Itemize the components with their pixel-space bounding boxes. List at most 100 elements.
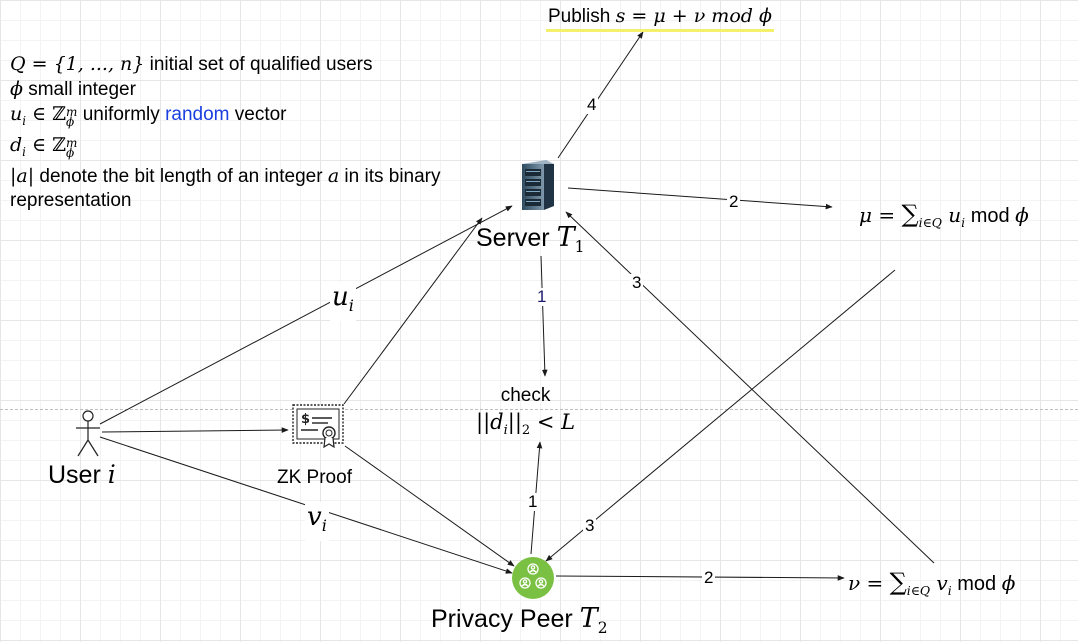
v-var: v xyxy=(307,502,322,532)
check-formula-norm: || xyxy=(507,410,522,434)
edge-mu-peer xyxy=(545,269,896,562)
legend-representation-text: representation xyxy=(10,189,132,211)
server-sub: 1 xyxy=(574,238,585,256)
edge-peer-nu xyxy=(555,575,845,581)
legend-u-math: u xyxy=(10,103,23,125)
nu-formula: ν = ∑i∈Q vi mod ϕ xyxy=(848,568,1015,598)
mu-formula: μ = ∑i∈Q ui mod ϕ xyxy=(859,200,1029,230)
legend-phi-math: ϕ xyxy=(10,78,23,100)
legend-a-text-pre: denote the bit length of an integer xyxy=(34,165,328,187)
legend: Q = {1, ..., n} initial set of qualified… xyxy=(10,52,441,213)
legend-a-var: a xyxy=(327,164,340,187)
check-formula-normsub: 2 xyxy=(521,423,531,439)
edge-label-server-check: 1 xyxy=(535,287,549,306)
check-formula-rest: < L xyxy=(530,410,576,434)
u-sub: i xyxy=(348,296,354,316)
zk-proof-label: ZK Proof xyxy=(277,467,352,488)
user-var: i xyxy=(107,460,116,489)
edge-label-user-peer: vi xyxy=(305,502,329,542)
peer-var: T xyxy=(579,603,598,634)
nu-term: v xyxy=(930,571,948,595)
server-label: Server T1 xyxy=(476,222,584,256)
edge-server-check xyxy=(540,255,548,377)
legend-row-representation: representation xyxy=(10,189,441,213)
legend-a-text-post: in its binary xyxy=(339,165,441,187)
edge-label-peer-check: 1 xyxy=(526,492,540,511)
mu-modvar: ϕ xyxy=(1015,203,1029,227)
legend-d-setsup: m xyxy=(65,135,78,150)
legend-phi-text: small integer xyxy=(22,79,136,100)
legend-d-set: ∈ ℤ xyxy=(25,133,66,156)
nu-lhs: ν = xyxy=(848,571,890,595)
edge-zk-server xyxy=(343,217,483,405)
privacy-peer-group-icon xyxy=(511,556,555,605)
edge-label-peer-nu: 2 xyxy=(702,568,716,587)
publish-formula: s = μ + ν mod ϕ xyxy=(615,5,772,27)
legend-u-text-pre: uniformly xyxy=(77,104,166,125)
edge-label-nu-server: 3 xyxy=(630,273,644,292)
mu-sum: ∑ xyxy=(901,200,919,228)
legend-row-phi: ϕ small integer xyxy=(10,77,441,102)
publish-word: Publish xyxy=(548,6,611,27)
user-name: User xyxy=(48,461,101,489)
legend-d-math: d xyxy=(10,133,23,156)
edge-label-mu-peer: 3 xyxy=(583,516,597,535)
edge-zk-peer xyxy=(344,445,515,567)
v-sub: i xyxy=(321,516,327,536)
legend-row-q: Q = {1, ..., n} initial set of qualified… xyxy=(10,52,441,77)
nu-mod: mod xyxy=(951,573,1002,595)
nu-modvar: ϕ xyxy=(1001,571,1016,595)
nu-sumsub: i∈Q xyxy=(906,583,931,598)
server-rack-icon xyxy=(518,158,558,217)
mu-sumsub: i∈Q xyxy=(918,215,942,230)
legend-u-sub: i xyxy=(22,113,27,128)
legend-u-setsup: m xyxy=(66,105,78,119)
peer-sub: 2 xyxy=(597,619,608,637)
peer-name: Privacy Peer xyxy=(431,605,573,633)
mu-mod: mod xyxy=(965,205,1016,227)
u-var: u xyxy=(332,282,349,312)
server-name: Server xyxy=(476,224,550,252)
check-node: check ||di||2 < L xyxy=(476,383,575,444)
privacy-peer-label: Privacy Peer T2 xyxy=(431,603,608,637)
edge-server-publish xyxy=(557,31,644,159)
legend-q-math: Q = {1, ..., n} xyxy=(10,53,145,75)
stick-figure-user-icon xyxy=(74,410,102,463)
legend-d-sub: i xyxy=(22,144,26,159)
check-word: check xyxy=(500,385,551,406)
certificate-icon: $ xyxy=(292,404,346,453)
edge-nu-server xyxy=(565,211,935,564)
check-formula-sub: i xyxy=(503,423,508,439)
edge-user-server xyxy=(99,205,513,425)
user-label: User i xyxy=(48,460,116,490)
check-formula-main: ||d xyxy=(476,410,504,434)
server-var: T xyxy=(556,222,575,253)
legend-a-math: |a| xyxy=(10,164,35,187)
page-break-line xyxy=(0,409,1078,410)
publish-label: Publish s = μ + ν mod ϕ xyxy=(546,4,774,32)
legend-u-text-random: random xyxy=(165,104,230,125)
legend-row-bitlength: |a| denote the bit length of an integer … xyxy=(10,164,441,189)
legend-u-text-post: vector xyxy=(229,104,287,125)
edge-user-zk xyxy=(101,427,289,433)
nu-sum: ∑ xyxy=(889,568,907,596)
check-formula: ||di||2 < L xyxy=(476,409,575,444)
legend-q-text: initial set of qualified users xyxy=(144,54,373,75)
mu-termsub: i xyxy=(961,215,966,230)
edge-server-mu xyxy=(567,187,833,210)
mu-term: u xyxy=(941,203,962,227)
legend-u-set: ∈ ℤ xyxy=(26,103,67,125)
nu-termsub: i xyxy=(947,583,952,598)
edge-label-user-server: ui xyxy=(330,282,356,322)
edge-label-server-publish: 4 xyxy=(585,95,599,114)
mu-lhs: μ = xyxy=(859,203,902,227)
legend-d-setsub: ϕ xyxy=(65,145,75,160)
edge-label-server-mu: 2 xyxy=(727,192,741,211)
svg-text:$: $ xyxy=(301,412,310,427)
legend-u-setsub: ϕ xyxy=(66,115,75,129)
